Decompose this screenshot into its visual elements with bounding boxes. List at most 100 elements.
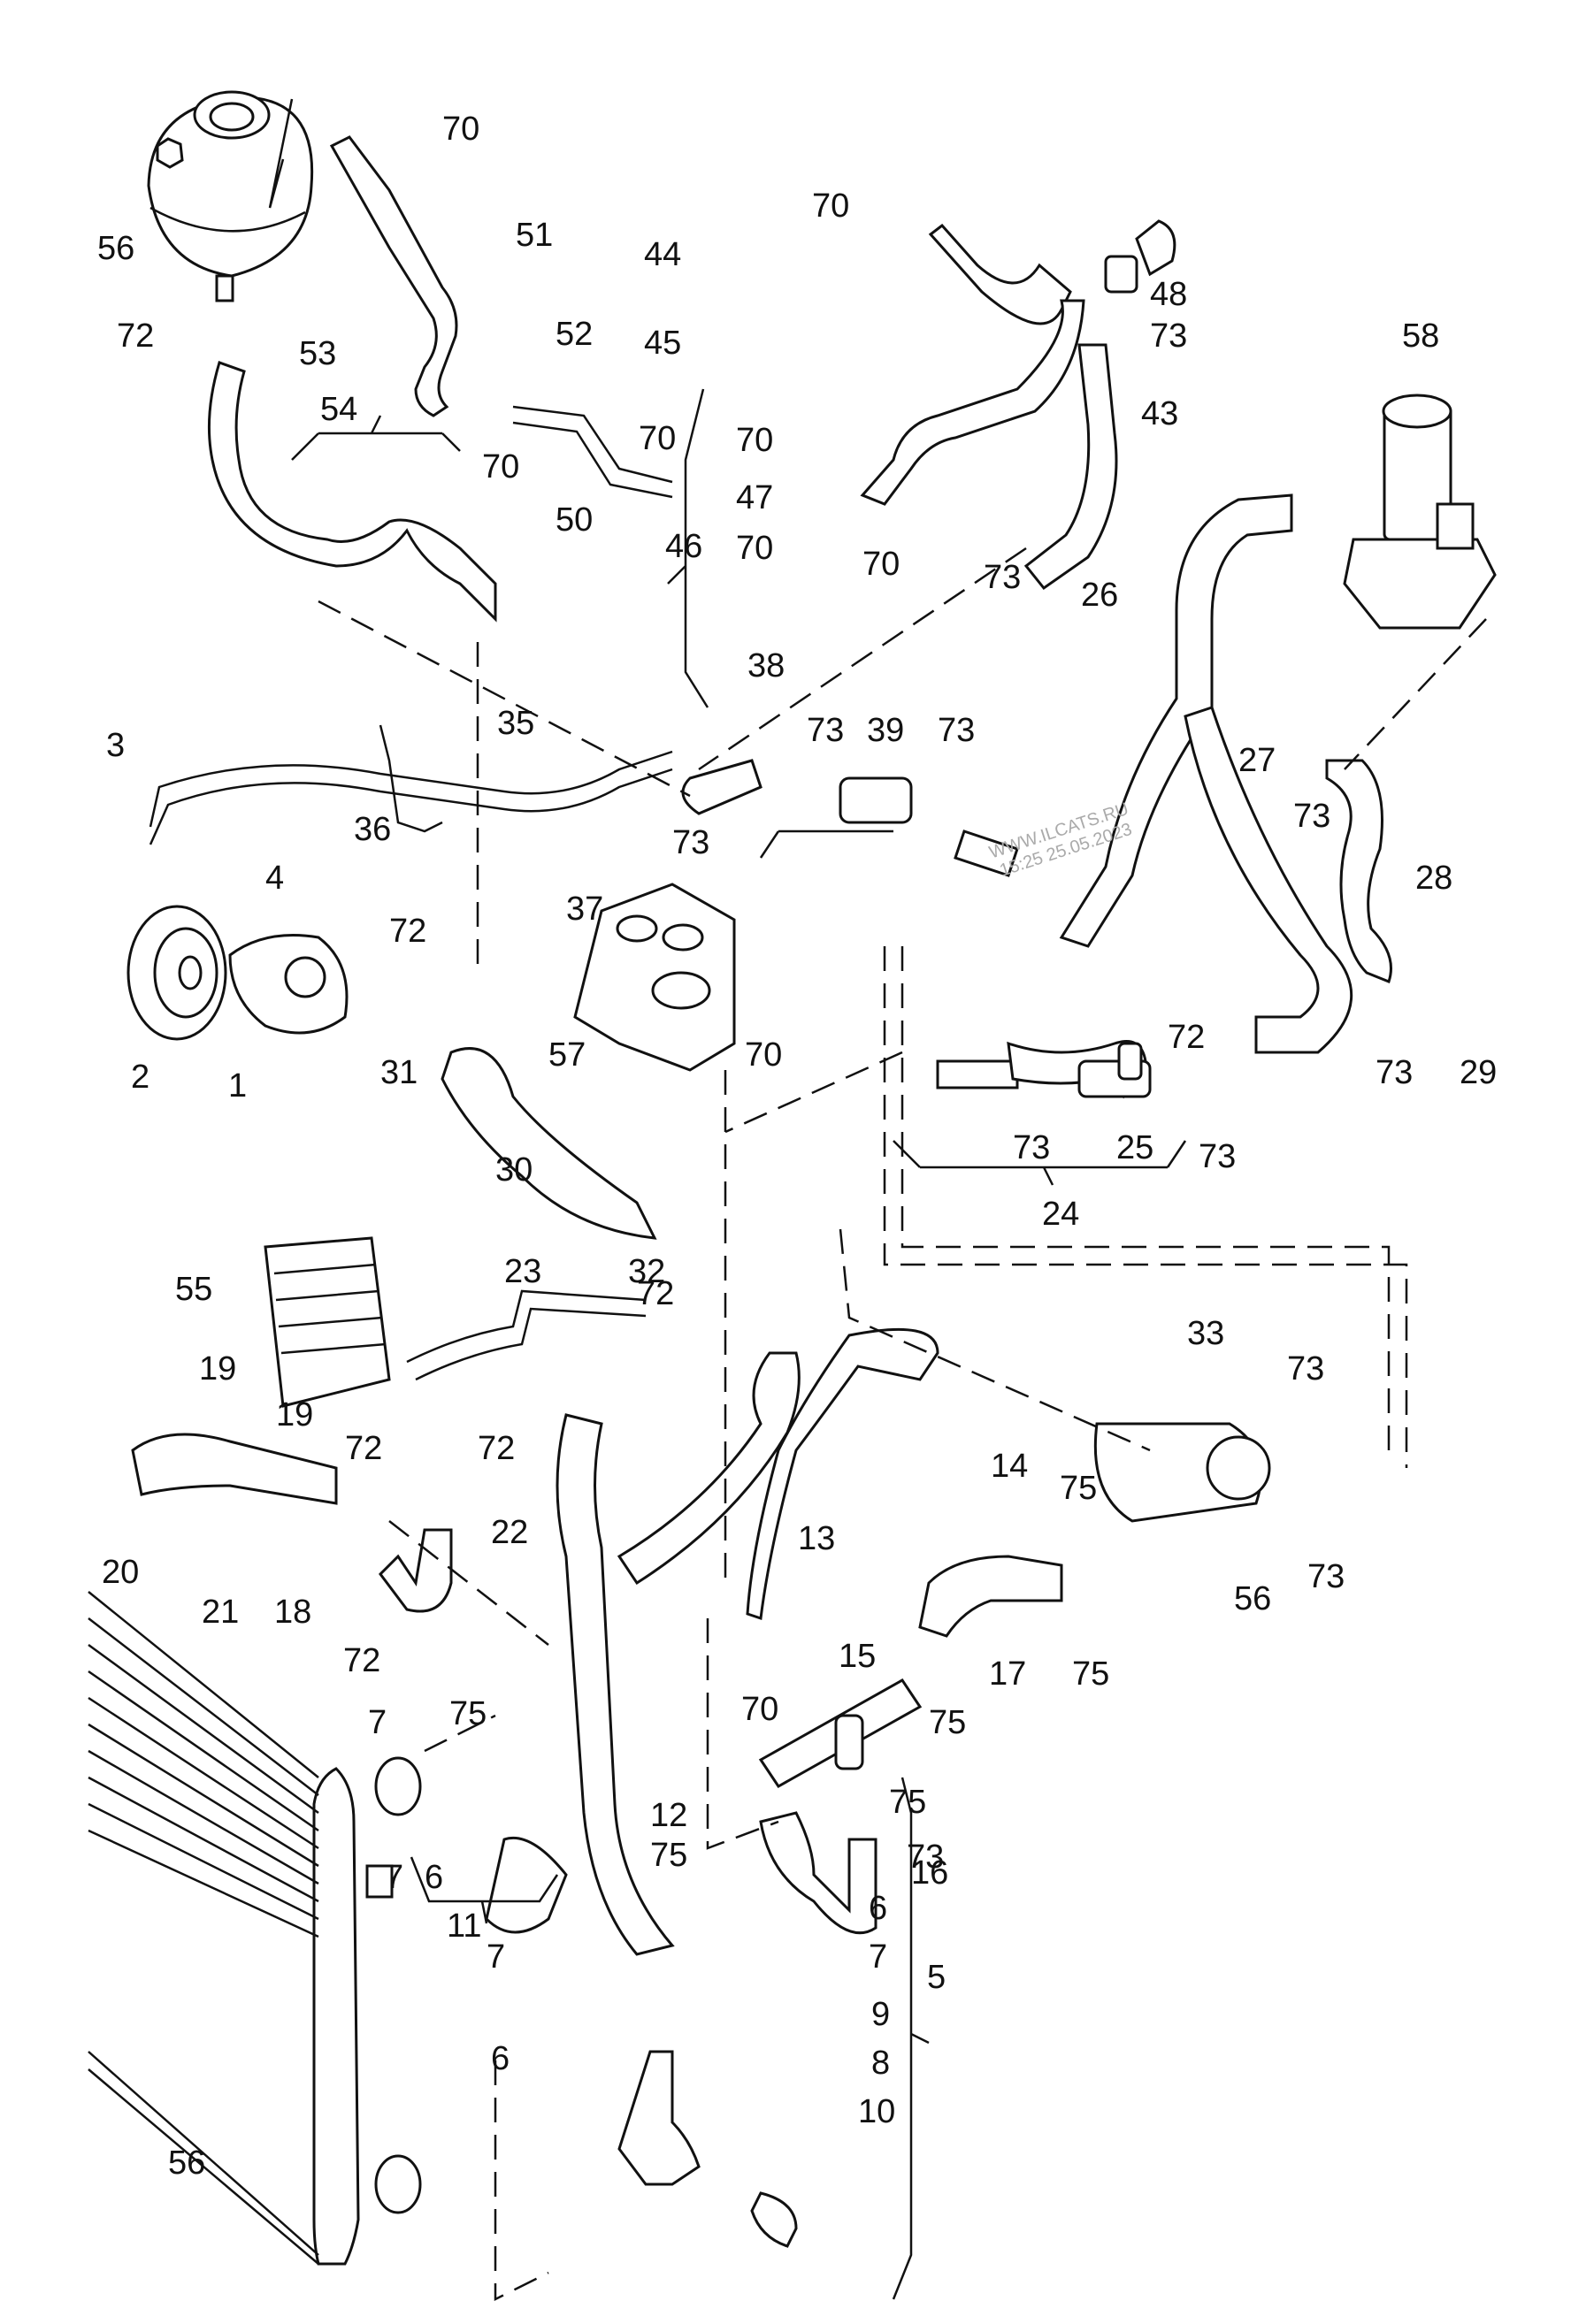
callout-38[interactable]: 38	[747, 647, 785, 684]
callout-75[interactable]: 75	[889, 1784, 926, 1821]
callout-30[interactable]: 30	[495, 1151, 533, 1189]
callout-73[interactable]: 73	[807, 712, 844, 749]
callout-14[interactable]: 14	[991, 1448, 1028, 1485]
callout-33[interactable]: 33	[1187, 1315, 1224, 1352]
callout-72[interactable]: 72	[389, 913, 426, 950]
callout-73[interactable]: 73	[1013, 1129, 1050, 1166]
callout-27[interactable]: 27	[1238, 742, 1276, 779]
callout-18[interactable]: 18	[274, 1594, 311, 1631]
callout-46[interactable]: 46	[665, 528, 702, 565]
callout-12[interactable]: 12	[650, 1797, 687, 1834]
callout-47[interactable]: 47	[736, 479, 773, 516]
pipe-23[interactable]	[406, 1289, 647, 1364]
callout-70[interactable]: 70	[482, 448, 519, 485]
callout-36[interactable]: 36	[354, 811, 391, 848]
callout-7[interactable]: 7	[869, 1938, 887, 1976]
hose-12[interactable]	[556, 1413, 675, 1956]
callout-72[interactable]: 72	[345, 1430, 382, 1467]
callout-15[interactable]: 15	[839, 1638, 876, 1675]
callout-72[interactable]: 72	[117, 317, 154, 355]
callout-72[interactable]: 72	[1168, 1019, 1205, 1056]
callout-16[interactable]: 16	[911, 1854, 948, 1892]
callout-73[interactable]: 73	[907, 1839, 944, 1876]
callout-70[interactable]: 70	[736, 530, 773, 567]
hose-16[interactable]	[759, 1811, 877, 1935]
callout-35[interactable]: 35	[497, 705, 534, 742]
thermostat-56[interactable]	[1093, 1422, 1271, 1523]
callout-70[interactable]: 70	[639, 420, 676, 457]
callout-7[interactable]: 7	[487, 1938, 505, 1976]
callout-6[interactable]: 6	[425, 1859, 443, 1896]
callout-8[interactable]: 8	[871, 2045, 890, 2082]
callout-53[interactable]: 53	[299, 335, 336, 372]
callout-58[interactable]: 58	[1402, 317, 1439, 355]
callout-48[interactable]: 48	[1150, 276, 1187, 313]
callout-9[interactable]: 9	[871, 1996, 890, 2033]
callout-26[interactable]: 26	[1081, 577, 1118, 614]
housing-57[interactable]	[573, 883, 736, 1072]
callout-75[interactable]: 75	[650, 1837, 687, 1874]
callout-25[interactable]: 25	[1116, 1129, 1153, 1166]
callout-28[interactable]: 28	[1415, 860, 1452, 897]
callout-73[interactable]: 73	[672, 824, 709, 861]
callout-1[interactable]: 1	[228, 1067, 247, 1105]
callout-31[interactable]: 31	[380, 1054, 418, 1091]
callout-73[interactable]: 73	[1199, 1138, 1236, 1175]
pipe-18[interactable]	[131, 1433, 338, 1505]
pulley-2[interactable]	[126, 905, 227, 1041]
callout-4[interactable]: 4	[265, 860, 284, 897]
callout-72[interactable]: 72	[478, 1430, 515, 1467]
callout-55[interactable]: 55	[175, 1271, 212, 1308]
callout-20[interactable]: 20	[102, 1554, 139, 1591]
valve-58[interactable]	[1343, 394, 1497, 630]
callout-73[interactable]: 73	[984, 559, 1021, 596]
callout-75[interactable]: 75	[929, 1704, 966, 1741]
callout-72[interactable]: 72	[343, 1642, 380, 1679]
callout-70[interactable]: 70	[442, 111, 479, 148]
callout-5[interactable]: 5	[927, 1959, 946, 1996]
water-pump-1[interactable]	[228, 934, 349, 1035]
callout-19[interactable]: 19	[276, 1396, 313, 1433]
callout-10[interactable]: 10	[858, 2093, 895, 2130]
valve-48[interactable]	[1104, 219, 1176, 294]
callout-11[interactable]: 11	[447, 1907, 481, 1945]
callout-6[interactable]: 6	[491, 2040, 510, 2077]
callout-70[interactable]: 70	[745, 1036, 782, 1074]
callout-70[interactable]: 70	[736, 422, 773, 459]
callout-73[interactable]: 73	[1293, 798, 1330, 835]
callout-50[interactable]: 50	[556, 501, 593, 539]
callout-17[interactable]: 17	[989, 1655, 1026, 1693]
hose-17[interactable]	[918, 1555, 1063, 1638]
hose-13[interactable]	[746, 1327, 939, 1621]
hose-44[interactable]	[928, 223, 1072, 325]
callout-32[interactable]: 32	[628, 1253, 665, 1290]
hose-51[interactable]	[329, 135, 458, 417]
callout-75[interactable]: 75	[1072, 1655, 1109, 1693]
callout-7[interactable]: 7	[368, 1704, 387, 1741]
callout-44[interactable]: 44	[644, 236, 681, 273]
oil-cooler-55[interactable]	[264, 1236, 391, 1408]
callout-73[interactable]: 73	[1287, 1350, 1324, 1388]
callout-22[interactable]: 22	[491, 1514, 528, 1551]
callout-13[interactable]: 13	[798, 1520, 835, 1557]
hose-28[interactable]	[1325, 759, 1392, 983]
callout-2[interactable]: 2	[131, 1059, 149, 1096]
callout-56[interactable]: 56	[168, 2144, 205, 2182]
callout-73[interactable]: 73	[1307, 1558, 1345, 1595]
callout-73[interactable]: 73	[1150, 317, 1187, 355]
connector-5[interactable]	[617, 2050, 701, 2186]
hose-24[interactable]	[936, 1059, 1019, 1089]
callout-29[interactable]: 29	[1460, 1054, 1497, 1091]
expansion-tank[interactable]	[147, 90, 314, 302]
callout-7[interactable]: 7	[385, 1859, 403, 1896]
hose-53[interactable]	[207, 361, 497, 623]
callout-70[interactable]: 70	[862, 546, 900, 583]
callout-75[interactable]: 75	[449, 1695, 487, 1732]
callout-24[interactable]: 24	[1042, 1196, 1079, 1233]
callout-23[interactable]: 23	[504, 1253, 541, 1290]
callout-37[interactable]: 37	[566, 891, 603, 928]
callout-70[interactable]: 70	[812, 187, 849, 225]
pipe-30[interactable]	[441, 1047, 657, 1240]
radiator-56[interactable]	[88, 1591, 422, 2266]
callout-21[interactable]: 21	[202, 1594, 239, 1631]
